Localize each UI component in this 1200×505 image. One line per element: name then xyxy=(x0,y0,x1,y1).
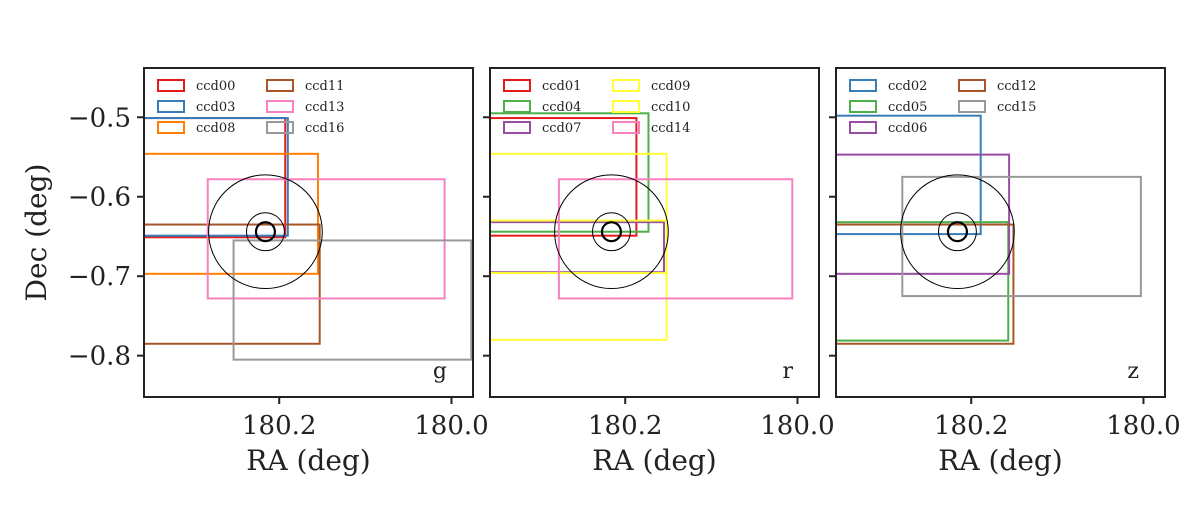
band-label: g xyxy=(433,359,447,384)
x-tick-label: 180.2 xyxy=(934,411,1008,441)
legend-label-ccd05: ccd05 xyxy=(888,100,927,115)
ccd-footprint-ccd13 xyxy=(206,178,446,300)
x-tick-label: 180.0 xyxy=(760,411,834,441)
ccd-footprint-ccd08 xyxy=(144,152,319,275)
x-axis-label: RA (deg) xyxy=(938,444,1062,477)
legend-swatch-ccd14 xyxy=(612,121,640,134)
panel-z: ccd02 ccd05 ccd06 ccd12 ccd15 z 180.2 180.0 RA (… xyxy=(829,67,1181,477)
plot-content xyxy=(144,117,473,361)
plot-area xyxy=(836,68,1165,397)
x-tick-label: 180.0 xyxy=(414,411,488,441)
panel-r: ccd01 ccd04 ccd07 ccd09 ccd10 ccd14 r 180.2 180.… xyxy=(483,67,835,477)
legend-label-ccd00: ccd00 xyxy=(196,79,235,94)
legend-label-ccd08: ccd08 xyxy=(196,121,235,136)
aperture-circle-1 xyxy=(937,212,977,252)
legend-label-ccd07: ccd07 xyxy=(542,121,581,136)
ccd-footprint-ccd02 xyxy=(836,114,982,236)
legend-swatch-ccd05 xyxy=(849,100,877,113)
legend-label-ccd13: ccd13 xyxy=(305,100,344,115)
ccd-footprint-ccd01 xyxy=(490,117,638,237)
legend-swatch-ccd13 xyxy=(266,100,294,113)
ccd-footprint-ccd11 xyxy=(144,223,321,345)
legend-swatch-ccd11 xyxy=(266,79,294,92)
ccd-footprint-ccd04 xyxy=(490,112,650,233)
legend-swatch-ccd04 xyxy=(503,100,531,113)
ccd-footprint-ccd15 xyxy=(901,175,1142,298)
x-tick-label: 180.2 xyxy=(242,411,316,441)
x-tick-label: 180.2 xyxy=(588,411,662,441)
legend-swatch-ccd08 xyxy=(157,121,185,134)
y-tick-label: −0.6 xyxy=(68,183,131,213)
y-tick-label: −0.5 xyxy=(68,103,131,133)
aperture-circle-2 xyxy=(946,221,969,243)
legend-label-ccd04: ccd04 xyxy=(542,100,581,115)
axes-frame xyxy=(143,67,474,398)
ccd-footprint-ccd06 xyxy=(836,153,1011,275)
legend-swatch-ccd15 xyxy=(958,100,986,113)
legend-label-ccd06: ccd06 xyxy=(888,121,927,136)
legend-swatch-ccd00 xyxy=(157,79,185,92)
ccd-footprint-ccd05 xyxy=(836,221,1010,342)
y-tick-label: −0.8 xyxy=(68,342,131,372)
legend-swatch-ccd01 xyxy=(503,79,531,92)
y-tick-label: −0.7 xyxy=(68,262,131,292)
legend-swatch-ccd12 xyxy=(958,79,986,92)
legend-label-ccd01: ccd01 xyxy=(542,79,581,94)
legend-swatch-ccd10 xyxy=(612,100,640,113)
legend-label-ccd16: ccd16 xyxy=(305,121,344,136)
ccd-footprint-ccd14 xyxy=(557,178,794,300)
legend-label-ccd02: ccd02 xyxy=(888,79,927,94)
legend-label-ccd03: ccd03 xyxy=(196,100,235,115)
panel-g: ccd00 ccd03 ccd08 ccd11 ccd13 ccd16 g 180.2 180.… xyxy=(20,67,489,477)
ccd-footprint-ccd03 xyxy=(144,117,289,237)
legend-label-ccd15: ccd15 xyxy=(997,100,1036,115)
legend-swatch-ccd16 xyxy=(266,121,294,134)
legend-swatch-ccd09 xyxy=(612,79,640,92)
plot-content xyxy=(836,114,1142,345)
legend-label-ccd10: ccd10 xyxy=(651,100,690,115)
aperture-circle-0 xyxy=(900,174,1015,290)
aperture-circle-1 xyxy=(245,212,285,252)
aperture-circle-1 xyxy=(591,212,631,252)
ccd-footprint-ccd12 xyxy=(836,223,1015,345)
x-tick-label: 180.0 xyxy=(1106,411,1180,441)
axes-frame xyxy=(835,67,1166,398)
aperture-circle-0 xyxy=(554,174,669,290)
legend-label-ccd11: ccd11 xyxy=(305,79,344,94)
x-axis-label: RA (deg) xyxy=(246,444,370,477)
legend-swatch-ccd07 xyxy=(503,121,531,134)
aperture-circle-2 xyxy=(600,221,623,243)
legend-swatch-ccd03 xyxy=(157,100,185,113)
plot-content xyxy=(490,112,794,341)
legend-label-ccd09: ccd09 xyxy=(651,79,690,94)
axes-frame xyxy=(489,67,820,398)
plot-area xyxy=(144,68,473,397)
aperture-circle-0 xyxy=(208,174,323,290)
band-label: z xyxy=(1127,359,1139,384)
legend-swatch-ccd02 xyxy=(849,79,877,92)
legend-label-ccd12: ccd12 xyxy=(997,79,1036,94)
ccd-footprint-ccd16 xyxy=(232,239,473,361)
x-axis-label: RA (deg) xyxy=(592,444,716,477)
band-label: r xyxy=(782,359,793,384)
y-axis-label: Dec (deg) xyxy=(20,164,53,302)
legend-label-ccd14: ccd14 xyxy=(651,121,690,136)
legend-swatch-ccd06 xyxy=(849,121,877,134)
aperture-circle-2 xyxy=(254,221,277,243)
